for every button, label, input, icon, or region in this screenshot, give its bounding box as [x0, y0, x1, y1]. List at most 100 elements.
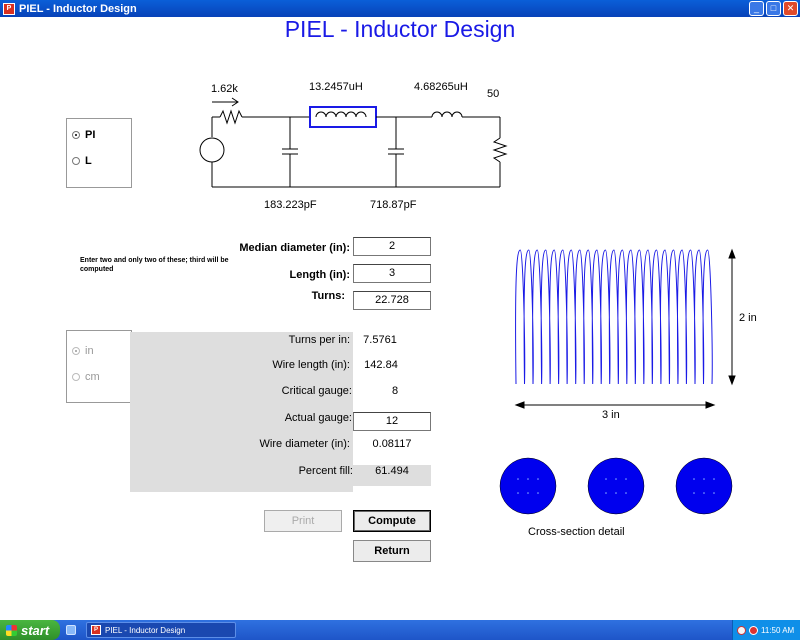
critical-gauge-label: Critical gauge:	[281, 385, 352, 397]
wire-cross-section-2	[587, 457, 645, 515]
wire-strand-dot	[517, 492, 519, 494]
start-label: start	[21, 622, 50, 638]
tray-network-icon[interactable]	[737, 625, 746, 635]
length-label: Length (in):	[289, 269, 350, 281]
percent-fill-value: 61.494	[375, 465, 409, 477]
load-resistor-icon	[492, 137, 508, 163]
l-label: L	[85, 155, 92, 167]
circuit-schematic	[199, 97, 508, 188]
load-label: 50	[487, 88, 500, 100]
width-arrow-left-icon	[514, 401, 525, 409]
inductor1-icon	[315, 111, 367, 118]
task-label: PIEL - Inductor Design	[105, 625, 186, 635]
start-button[interactable]: start	[0, 620, 60, 640]
coil-winding	[515, 249, 713, 385]
source-resistance-label: 1.62k	[211, 83, 238, 95]
wire-strand-dot	[615, 478, 617, 480]
results-panel	[130, 332, 353, 492]
wire-diameter-value: 0.08117	[372, 438, 412, 450]
inductor2-icon	[431, 111, 463, 118]
cross-section-drawing	[499, 457, 733, 515]
height-arrow-top-icon	[728, 248, 736, 259]
topology-l-option[interactable]: L	[72, 155, 92, 167]
coil-height-label: 2 in	[739, 312, 757, 324]
wire-strand-dot	[703, 478, 705, 480]
l-radio[interactable]	[72, 157, 80, 165]
percent-fill-background	[353, 465, 431, 486]
cross-section-caption: Cross-section detail	[528, 526, 625, 538]
pi-radio[interactable]	[72, 131, 80, 139]
cap1-label: 183.223pF	[264, 199, 317, 211]
wire-strand-dot	[605, 478, 607, 480]
wire-strand-dot	[517, 478, 519, 480]
system-tray: 11:50 AM	[732, 620, 800, 640]
wire-strand-dot	[527, 478, 529, 480]
wire-strand-dot	[693, 478, 695, 480]
window-title: PIEL - Inductor Design	[19, 2, 137, 15]
current-arrow-icon	[231, 97, 239, 107]
hint-text: Enter two and only two of these; third w…	[80, 257, 229, 273]
width-arrow-right-icon	[705, 401, 716, 409]
taskbar: start P PIEL - Inductor Design 11:50 AM	[0, 620, 800, 640]
turns-input[interactable]: 22.728	[353, 291, 431, 310]
topology-pi-option[interactable]: PI	[72, 129, 95, 141]
wire-length-value: 142.84	[364, 359, 398, 371]
coil-width-label: 3 in	[602, 409, 620, 421]
wire-strand-dot	[703, 492, 705, 494]
cap2-label: 718.87pF	[370, 199, 417, 211]
units-cm-option[interactable]: cm	[72, 371, 100, 383]
source-resistor-icon	[219, 109, 243, 125]
turns-per-in-value: 7.5761	[363, 334, 397, 346]
wire-strand-dot	[527, 492, 529, 494]
window-titlebar[interactable]: P PIEL - Inductor Design _ □ ✕	[0, 0, 800, 17]
page-title: PIEL - Inductor Design	[284, 16, 516, 42]
maximize-button[interactable]: □	[766, 1, 781, 16]
inductor1-label: 13.2457uH	[309, 81, 363, 93]
units-group: in cm	[66, 330, 132, 403]
wire-cross-section-1	[499, 457, 557, 515]
wire-strand-dot	[605, 492, 607, 494]
cm-radio[interactable]	[72, 373, 80, 381]
task-app-icon: P	[91, 625, 101, 635]
wire-strand-dot	[693, 492, 695, 494]
clock: 11:50 AM	[761, 625, 795, 635]
topology-group: PI L	[66, 118, 132, 188]
in-radio[interactable]	[72, 347, 80, 355]
in-label: in	[85, 345, 94, 357]
units-in-option[interactable]: in	[72, 345, 94, 357]
tray-security-icon[interactable]	[749, 625, 758, 635]
wire-strand-dot	[625, 478, 627, 480]
quicklaunch-icon[interactable]	[66, 625, 76, 635]
wire-diameter-label: Wire diameter (in):	[259, 438, 350, 450]
source-icon	[199, 137, 225, 163]
wire-strand-dot	[537, 492, 539, 494]
turns-label: Turns:	[311, 290, 345, 302]
turns-per-in-label: Turns per in:	[288, 334, 350, 346]
close-button[interactable]: ✕	[783, 1, 798, 16]
taskbar-window-button[interactable]: P PIEL - Inductor Design	[86, 622, 236, 638]
wire-strand-dot	[713, 492, 715, 494]
wire-cross-section-3	[675, 457, 733, 515]
wire-strand-dot	[625, 492, 627, 494]
wire-strand-dot	[615, 492, 617, 494]
percent-fill-label: Percent fill:	[298, 465, 353, 477]
actual-gauge-input[interactable]: 12	[353, 412, 431, 431]
compute-button[interactable]: Compute	[353, 510, 431, 532]
wire-strand-dot	[537, 478, 539, 480]
actual-gauge-label: Actual gauge:	[284, 412, 352, 424]
median-diameter-input[interactable]: 2	[353, 237, 431, 256]
return-button[interactable]: Return	[353, 540, 431, 562]
median-diameter-label: Median diameter (in):	[239, 242, 350, 254]
cm-label: cm	[85, 371, 100, 383]
critical-gauge-value: 8	[391, 385, 399, 397]
app-icon: P	[3, 2, 15, 15]
minimize-button[interactable]: _	[749, 1, 764, 16]
length-input[interactable]: 3	[353, 264, 431, 283]
wire-strand-dot	[713, 478, 715, 480]
height-arrow-bottom-icon	[728, 375, 736, 386]
coil-drawing	[514, 248, 736, 409]
pi-label: PI	[85, 129, 96, 141]
inductor2-label: 4.68265uH	[414, 81, 468, 93]
wire-length-label: Wire length (in):	[272, 359, 350, 371]
print-button[interactable]: Print	[264, 510, 342, 532]
